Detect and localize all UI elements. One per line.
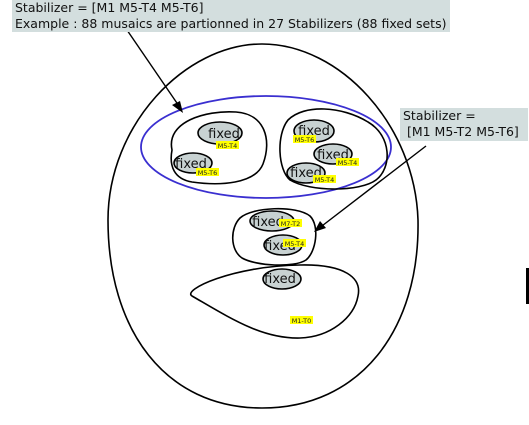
- fixed-set-tag-bg: [216, 141, 239, 149]
- fixed-set-tag: M5-T6: [198, 169, 218, 177]
- fixed-set-tag: M5-T4: [315, 176, 335, 184]
- fixed-set-tag-bg: [290, 316, 313, 324]
- fixed-set-tag: M5-T4: [285, 240, 305, 248]
- arrow-line: [126, 29, 182, 110]
- edge-mark: [526, 268, 529, 304]
- fixed-set-tag-bg: [279, 219, 302, 227]
- stabilizer-class-ellipse: [140, 95, 392, 199]
- fixed-set-tag-bg: [293, 135, 316, 143]
- fixed-set-label: fixed: [264, 272, 296, 287]
- fixed-set-tag-bg: [196, 168, 219, 176]
- fixed-set-tag: M7-T2: [281, 220, 301, 228]
- fixed-set-tag: M1-T0: [292, 317, 312, 325]
- fixed-set-label: fixed: [208, 127, 240, 142]
- callout-line: Example : 88 musaics are partionned in 2…: [15, 16, 447, 31]
- orbit-region: [279, 108, 388, 190]
- fixed-set-tag: M5-T4: [338, 159, 358, 167]
- arrow-line: [317, 145, 427, 230]
- callout-line: [M1 M5-T2 M5-T6]: [403, 124, 519, 139]
- fixed-set-tag: M5-T6: [295, 136, 315, 144]
- callout-line: Stabilizer = [M1 M5-T4 M5-T6]: [15, 0, 204, 15]
- orbit-region: [189, 264, 360, 339]
- arrowhead: [314, 221, 326, 232]
- fixed-set-ellipse: [262, 268, 302, 290]
- universe-ellipse: [107, 43, 419, 409]
- fixed-set-tag-bg: [336, 158, 359, 166]
- orbit-region: [231, 207, 317, 266]
- callout-line: Stabilizer =: [403, 108, 476, 123]
- orbit-region: [170, 111, 268, 185]
- callout-right: Stabilizer = [M1 M5-T2 M5-T6]: [400, 108, 528, 141]
- fixed-set-tag-bg: [283, 239, 306, 247]
- fixed-set-tag: M5-T4: [218, 142, 238, 150]
- callout-top: Stabilizer = [M1 M5-T4 M5-T6]Example : 8…: [12, 0, 451, 32]
- arrowhead: [172, 101, 183, 113]
- fixed-set-tag-bg: [313, 175, 336, 183]
- fixed-set-label: fixed: [252, 215, 284, 230]
